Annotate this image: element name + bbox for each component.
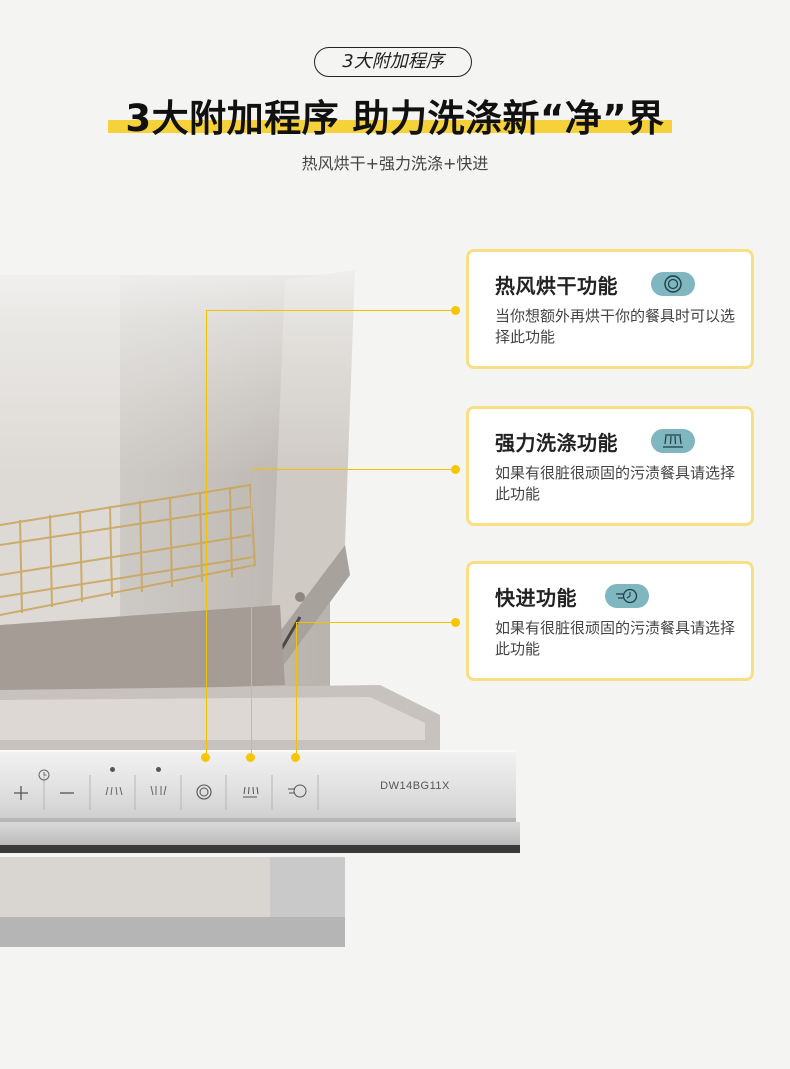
feature-description: 如果有很脏很顽固的污渍餐具请选择此功能: [495, 464, 736, 503]
leader-line: [296, 622, 456, 624]
feature-card-hot-air-dry: 热风烘干功能 当你想额外再烘干你的餐具时可以选择此功能: [466, 249, 754, 369]
feature-card-intensive-wash: 强力洗涤功能 如果有很脏很顽固的污渍餐具请选择此功能: [466, 406, 754, 526]
indicator-light: [110, 767, 115, 772]
leader-line: [296, 622, 298, 758]
leader-dot: [451, 618, 460, 627]
leader-line: [206, 310, 456, 312]
page-title: 3大附加程序 助力洗涤新“净”界: [125, 97, 665, 140]
feature-description: 如果有很脏很顽固的污渍餐具请选择此功能: [495, 619, 736, 658]
leader-dot: [201, 753, 210, 762]
leader-dot: [451, 465, 460, 474]
leader-dot: [291, 753, 300, 762]
hot-air-dry-icon[interactable]: [195, 783, 213, 805]
intensive-wash-icon[interactable]: [240, 783, 260, 803]
leader-line: [206, 310, 208, 758]
minus-icon[interactable]: [58, 784, 76, 806]
quick-wash-icon: [605, 584, 649, 608]
leader-line: [251, 469, 253, 758]
leader-line: [251, 469, 456, 471]
leader-dot: [246, 753, 255, 762]
indicator-light: [156, 767, 161, 772]
feature-description: 当你想额外再烘干你的餐具时可以选择此功能: [495, 307, 736, 346]
spray-icon[interactable]: [104, 783, 124, 803]
clock-icon: [38, 766, 50, 785]
feature-card-quick-wash: 快进功能 如果有很脏很顽固的污渍餐具请选择此功能: [466, 561, 754, 681]
intensive-wash-icon: [651, 429, 695, 453]
feature-title: 热风烘干功能: [495, 274, 618, 298]
section-pill-label: 3大附加程序: [314, 47, 472, 77]
feature-title: 强力洗涤功能: [495, 431, 618, 455]
title-highlight-bar: [108, 120, 672, 133]
quick-wash-icon[interactable]: [286, 783, 308, 803]
feature-title: 快进功能: [495, 586, 577, 610]
hot-air-dry-icon: [651, 272, 695, 296]
model-label: DW14BG11X: [380, 780, 450, 792]
leader-dot: [451, 306, 460, 315]
page-subtitle: 热风烘干+强力洗涤+快进: [301, 154, 489, 173]
spray-wide-icon[interactable]: [149, 783, 169, 803]
plus-icon[interactable]: [12, 784, 30, 806]
